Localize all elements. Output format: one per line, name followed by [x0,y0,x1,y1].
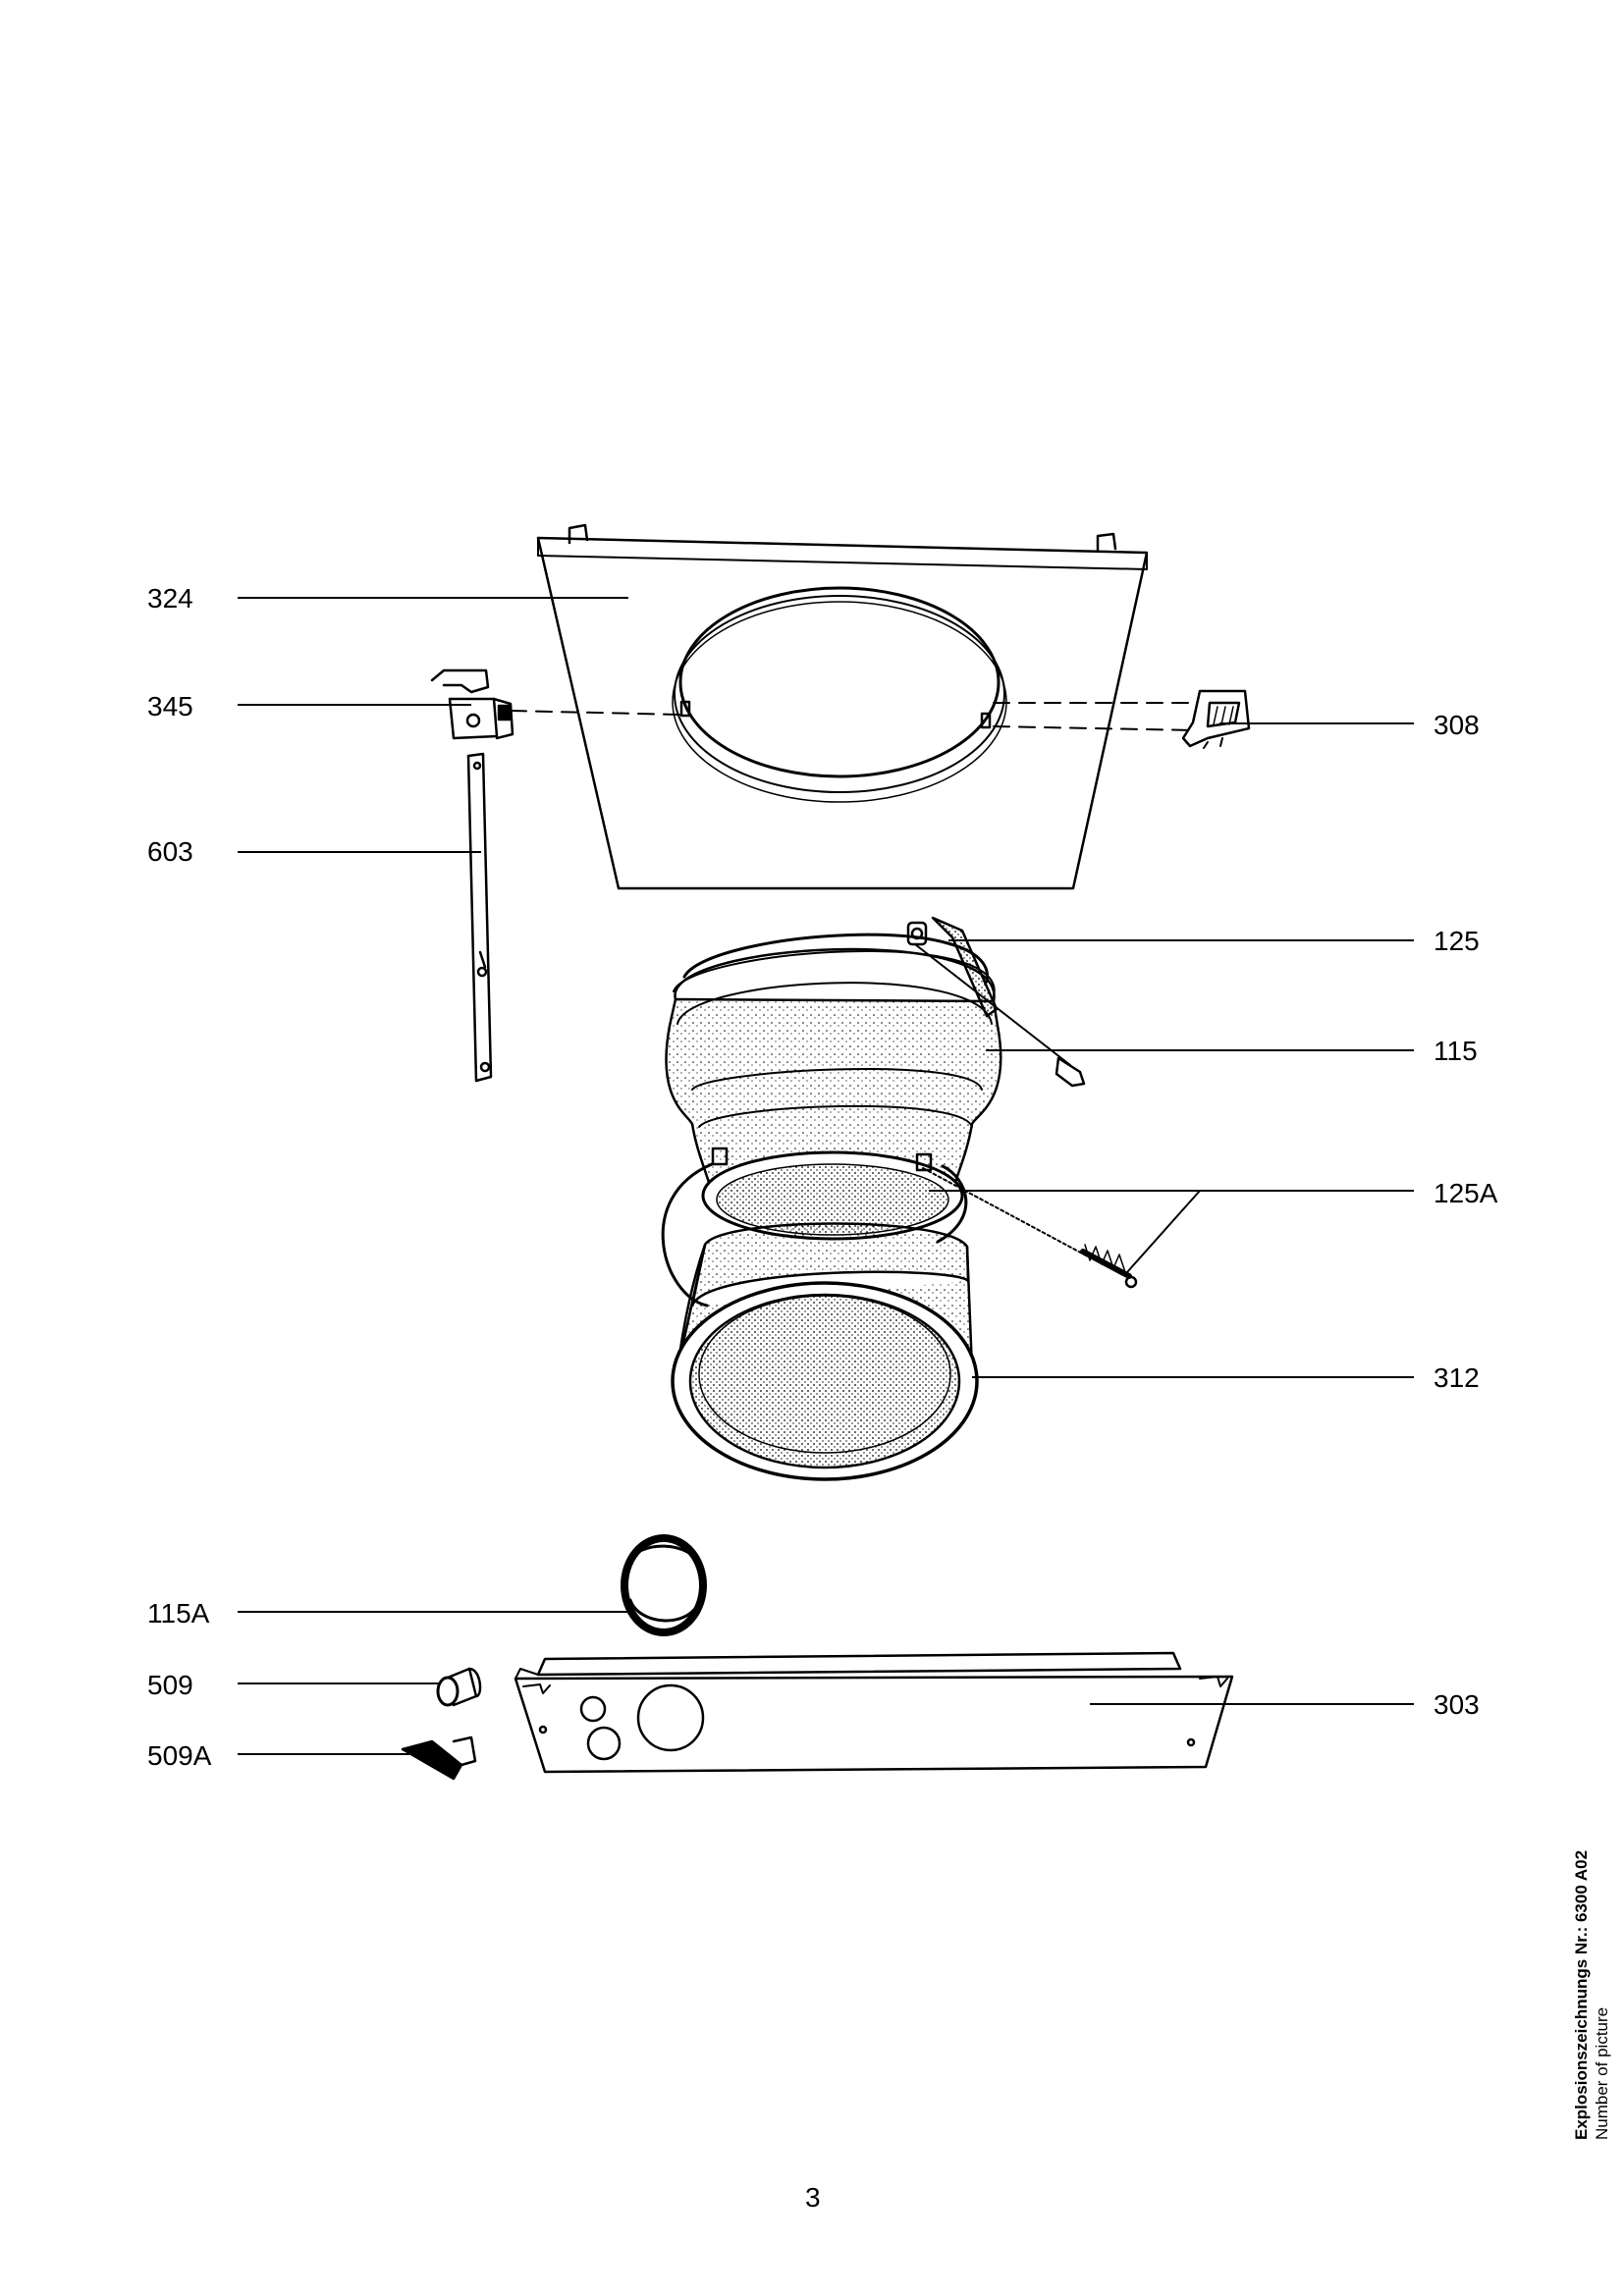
page-number: 3 [805,2182,821,2213]
callout-509A: 509A [147,1740,212,1771]
callout-312: 312 [1434,1362,1480,1393]
callout-115: 115 [1434,1036,1478,1066]
inner-bowl-312 [671,1222,979,1481]
callout-303: 303 [1434,1689,1480,1720]
drawing-number: Explosionszeichnungs Nr.: 6300 A02 [1572,1849,1591,2140]
callout-115A: 115A [147,1598,210,1629]
callout-125A: 125A [1434,1178,1498,1208]
callout-509: 509 [147,1670,193,1700]
knob-509 [436,1667,482,1707]
drawing-number-caption: Explosionszeichnungs Nr.: 6300 A02 Numbe… [1571,1850,1612,2140]
callout-125: 125 [1434,926,1480,956]
bottom-strip-303 [514,1651,1234,1774]
front-panel-324 [536,523,1149,890]
lock-latch-308 [1181,689,1251,749]
callout-324: 324 [147,583,193,614]
leader-lines [238,597,1414,1755]
hinge-bar-603 [466,752,493,1083]
small-ring-115A [621,1534,707,1636]
hinge-axis-dashes [510,702,1197,731]
knob-509A [401,1735,477,1781]
callout-345: 345 [147,691,193,721]
callout-603: 603 [147,836,193,867]
leader-125A [929,1190,1414,1273]
hinge-345 [430,668,514,740]
callout-308: 308 [1434,710,1480,740]
drawing-number-english: Number of picture [1593,2006,1611,2140]
door-seal-115 [665,947,1002,1241]
